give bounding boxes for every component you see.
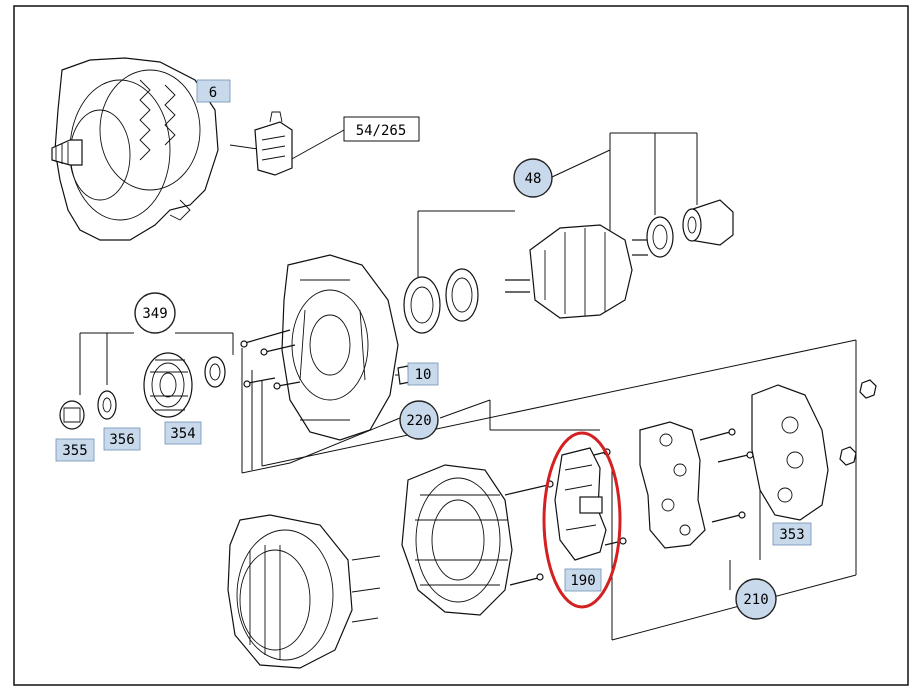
housing-bolts — [240, 329, 301, 390]
callout-10-text: 10 — [415, 367, 432, 383]
callout-48-text: 48 — [525, 171, 542, 187]
callout-355-text: 355 — [62, 443, 87, 459]
callout-6: 6 — [196, 79, 231, 103]
callout-355: 355 — [55, 438, 95, 462]
rectifier-bolts — [699, 428, 754, 523]
callout-356-text: 356 — [109, 432, 134, 448]
bearing-group — [403, 268, 479, 334]
callout-220-text: 220 — [406, 413, 431, 429]
regulator-part — [254, 111, 293, 176]
callout-54-265: 54/265 — [343, 116, 420, 142]
callout-190: 190 — [564, 568, 602, 592]
rotor — [505, 224, 648, 319]
callout-190-text: 190 — [570, 573, 595, 589]
callout-210: 210 — [735, 578, 777, 620]
right-nuts — [839, 379, 877, 466]
part-190-brush-holder — [554, 447, 607, 561]
leader-lines — [79, 91, 857, 641]
rear-cover — [227, 514, 381, 669]
highlight-ring — [542, 431, 622, 609]
callout-54-265-text: 54/265 — [356, 123, 407, 139]
callout-6-text: 6 — [209, 85, 217, 101]
rectifier-bridge — [639, 421, 706, 549]
stator — [401, 464, 513, 616]
drive-end-housing — [281, 254, 399, 441]
alternator-assembly — [51, 57, 219, 241]
front-bearing — [646, 199, 734, 258]
callout-354-text: 354 — [170, 426, 195, 442]
callout-353-text: 353 — [779, 527, 804, 543]
pulley-group — [59, 352, 226, 430]
callout-349: 349 — [134, 292, 176, 334]
callout-354: 354 — [164, 421, 202, 445]
diagram-frame — [13, 5, 909, 686]
callout-349-text: 349 — [142, 306, 167, 322]
callout-353: 353 — [772, 522, 812, 546]
callout-48: 48 — [513, 158, 553, 198]
part-353-plate — [751, 384, 829, 521]
callout-210-text: 210 — [743, 592, 768, 608]
callout-10: 10 — [407, 362, 439, 386]
callout-220: 220 — [399, 400, 439, 440]
callout-356: 356 — [103, 427, 141, 451]
